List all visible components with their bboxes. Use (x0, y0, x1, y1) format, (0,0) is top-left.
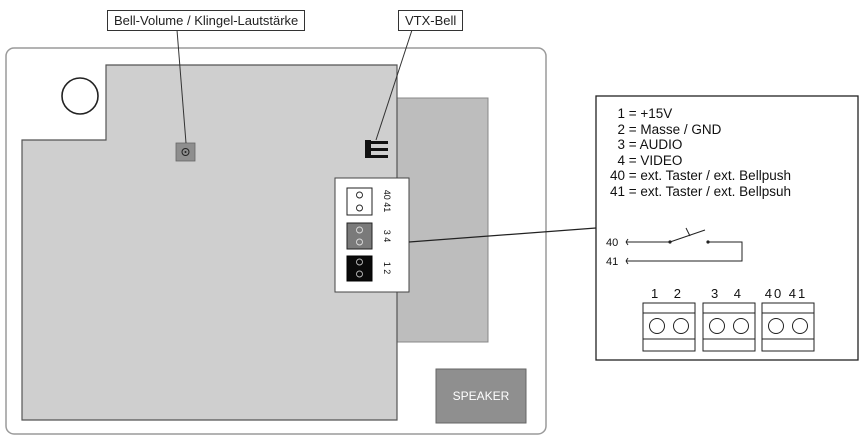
vtx-bell-pin (371, 148, 388, 151)
connector-block-3-4 (702, 302, 756, 352)
pinout-equals: = (625, 183, 641, 199)
pinout-desc: ext. Taster / ext. Bellpush (640, 168, 791, 184)
pinout-desc: VIDEO (640, 152, 683, 168)
pinout-desc: +15V (640, 106, 673, 121)
switch-pushbar (685, 227, 691, 237)
vtx-bell-pin (371, 141, 388, 144)
switch-blade (669, 229, 706, 243)
switch-label-40: 40 (606, 237, 618, 249)
pinout-pin: 3 (617, 137, 625, 153)
bell-volume-callout: Bell-Volume / Klingel-Lautstärke (107, 10, 306, 31)
pinout-equals: = (625, 137, 640, 153)
pinout-leader (408, 227, 597, 243)
bell-volume-leader (176, 29, 187, 144)
pinout-line: 2 = Masse / GND (603, 122, 791, 138)
pinout-desc: ext. Taster / ext. Bellpsuh (640, 183, 791, 199)
pinout-pin: 4 (617, 152, 625, 168)
screw-icon (356, 191, 363, 199)
pinout-line: 1 = +15V (603, 106, 791, 122)
speaker (435, 368, 527, 424)
connector-block-1-2 (642, 302, 696, 352)
pinout-line: 3 = AUDIO (603, 137, 791, 153)
pinout-equals: = (625, 121, 641, 137)
connector-label-3-4: 3 4 (711, 286, 747, 301)
screw-icon (356, 258, 363, 266)
screw-icon (356, 238, 363, 246)
pcb-board (21, 64, 398, 421)
connector-label-40-41: 40 41 (765, 286, 808, 301)
potentiometer-knob-icon (181, 148, 190, 156)
screw-icon (356, 270, 363, 278)
vtx-bell-leader (375, 29, 413, 141)
mounting-hole (61, 77, 99, 115)
pinout-equals: = (625, 168, 641, 184)
screw-icon (356, 204, 363, 212)
switch-wire-40 (625, 238, 670, 246)
terminal-40-41 (346, 187, 373, 216)
vtx-bell-callout: VTX-Bell (398, 10, 464, 31)
pinout-pin: 1 (617, 106, 625, 121)
pinout-desc: AUDIO (639, 137, 683, 153)
pinout-equals: = (625, 106, 641, 121)
potentiometer-center-dot (184, 151, 187, 153)
vtx-bell-pin (371, 155, 388, 158)
pinout-line: 41 = ext. Taster / ext. Bellpsuh (603, 184, 791, 200)
terminal-label-3-4: 3 4 (382, 230, 392, 243)
pinout-pin: 2 (617, 121, 625, 137)
terminal-label-1-2: 1 2 (382, 262, 392, 275)
vtx-bell-connector (365, 140, 371, 158)
screw-icon (356, 226, 363, 234)
connector-label-1-2: 1 2 (651, 286, 687, 301)
terminal-label-40-41: 40 41 (382, 190, 392, 213)
pinout-line: 4 = VIDEO (603, 153, 791, 169)
switch-wire-41 (625, 241, 743, 265)
pinout-desc: Masse / GND (640, 121, 722, 137)
switch-label-41: 41 (606, 256, 618, 268)
speaker-label: SPEAKER (453, 389, 510, 403)
pinout-pin: 40 (609, 168, 625, 184)
pinout-line: 40 = ext. Taster / ext. Bellpush (603, 168, 791, 184)
pinout-pin: 41 (609, 183, 625, 199)
module-panel (396, 97, 489, 343)
connector-block-40-41 (761, 302, 815, 352)
pinout-equals: = (625, 152, 641, 168)
